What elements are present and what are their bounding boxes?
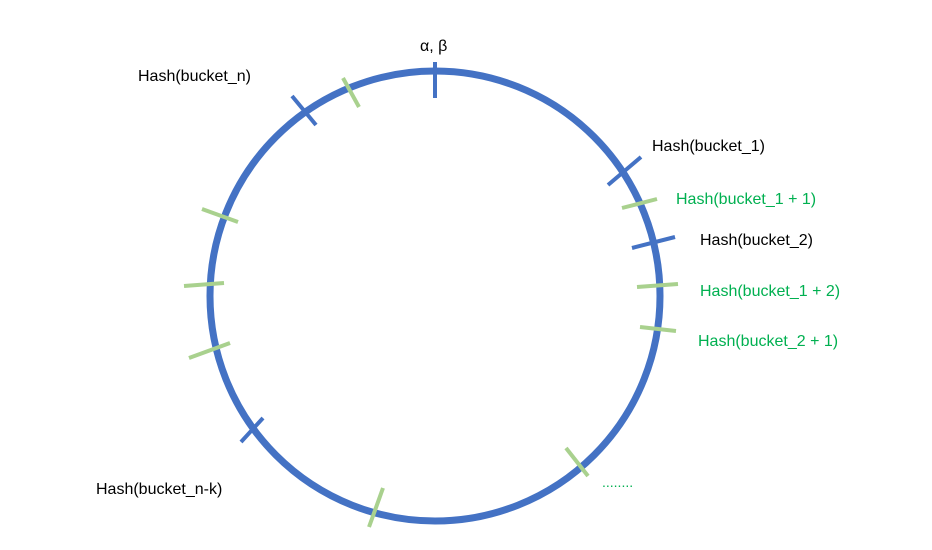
tick-replica-left-middle — [183, 281, 225, 288]
tick-replica-top-left — [341, 77, 361, 108]
label-top-alpha-beta: α, β — [420, 38, 448, 55]
ellipsis-more-buckets: ........ — [602, 474, 634, 490]
label-bucket-1-plus-1: Hash(bucket_1 + 1) — [676, 191, 817, 208]
tick-replica-bottom-right — [564, 446, 590, 478]
tick-replica-bucket-1-plus-1 — [621, 197, 658, 210]
tick-replica-bucket-1-plus-2 — [636, 282, 679, 289]
tick-bucket-n — [290, 94, 318, 127]
tick-replica-bottom — [367, 487, 385, 528]
label-bucket-1: Hash(bucket_1) — [652, 138, 765, 155]
label-bucket-1-plus-2: Hash(bucket_1 + 2) — [700, 283, 841, 300]
label-bucket-n: Hash(bucket_n) — [138, 68, 251, 85]
tick-bucket-n-minus-k — [239, 416, 265, 444]
label-bucket-2-plus-1: Hash(bucket_2 + 1) — [698, 333, 839, 350]
tick-bucket-2 — [631, 235, 676, 250]
label-bucket-2: Hash(bucket_2) — [700, 232, 813, 249]
label-bucket-n-minus-k: Hash(bucket_n-k) — [96, 481, 223, 498]
tick-replica-bucket-2-plus-1 — [639, 325, 677, 333]
tick-replica-left-lower — [188, 341, 231, 360]
tick-replica-left-upper — [201, 207, 239, 224]
tick-bucket-1 — [606, 155, 643, 187]
hash-ring — [206, 67, 664, 525]
